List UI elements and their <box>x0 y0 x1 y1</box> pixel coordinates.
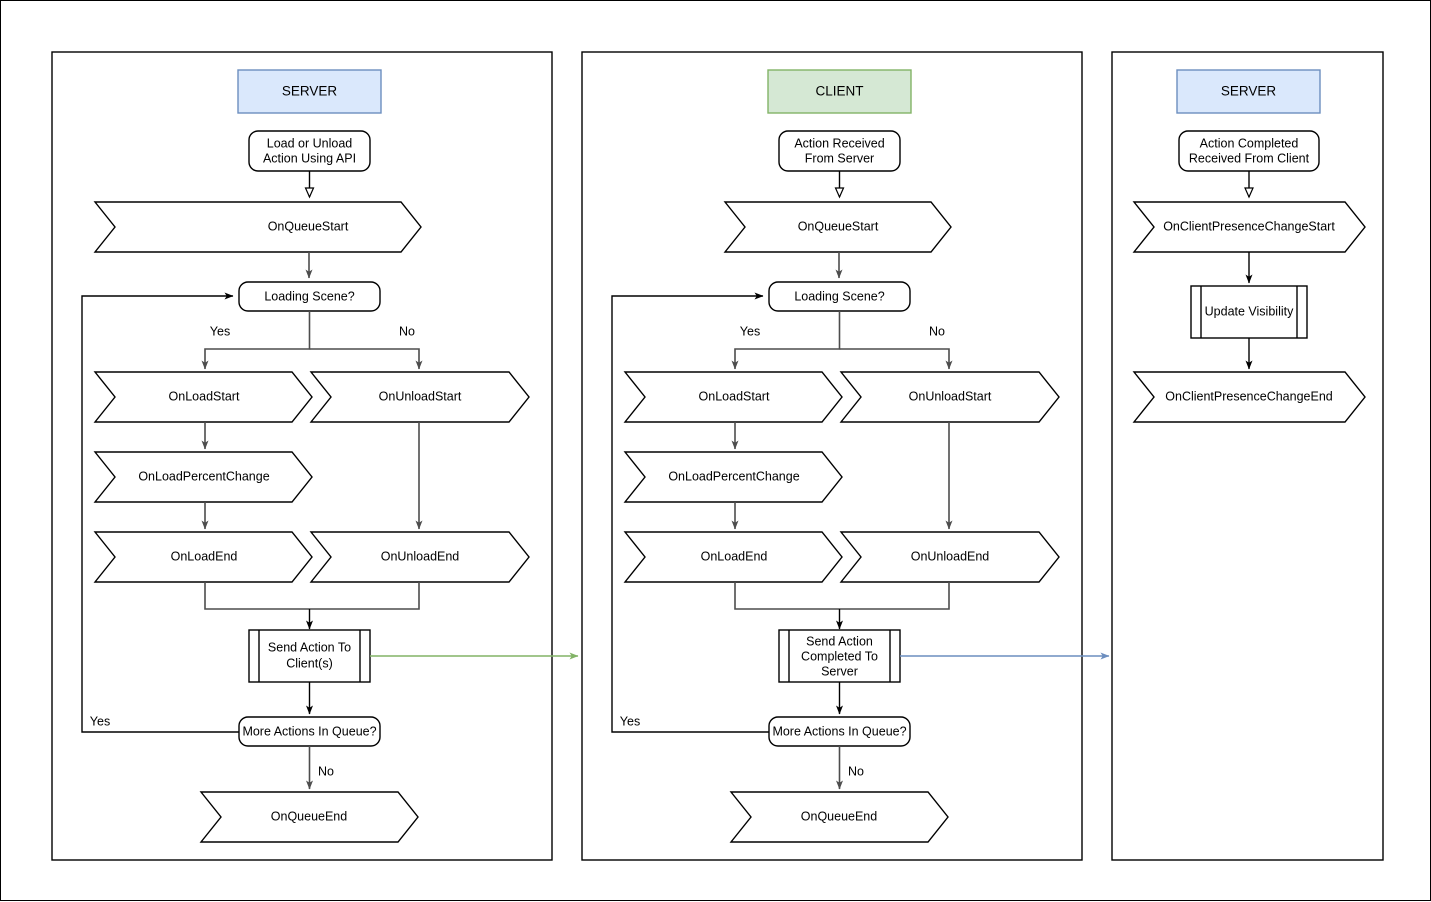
edge-label-client-morequeue-no: No <box>848 764 864 778</box>
node-client-onloadpercentchange[interactable] <box>623 451 843 503</box>
node-update-visibility[interactable] <box>1190 285 1308 339</box>
node-onqueueend[interactable] <box>199 791 419 843</box>
edge-label-loading-no: No <box>399 324 415 338</box>
edge-label-morequeue-yes: Yes <box>90 714 110 728</box>
node-onloadend-label: OnLoadEnd <box>171 549 238 563</box>
node-onqueuestart[interactable] <box>93 201 422 253</box>
lane-server-right-content: SERVER Action Completed Received From Cl… <box>1132 69 1366 423</box>
header-box-server-left <box>237 69 382 114</box>
lane-client-content: CLIENT Action Received From Server OnQue… <box>611 69 1060 843</box>
node-onunloadstart-label: OnUnloadStart <box>379 389 462 403</box>
node-onclientpresencechangestart-label: OnClientPresenceChangeStart <box>1163 219 1335 233</box>
node-client-onqueuestart-label: OnQueueStart <box>798 219 879 233</box>
node-onqueuestart-label: OnQueueStart <box>268 219 349 233</box>
node-onloadstart[interactable] <box>93 371 313 423</box>
node-onunloadstart[interactable] <box>309 371 530 423</box>
node-loading-scene-label: Loading Scene? <box>264 289 354 303</box>
node-client-onqueuestart[interactable] <box>723 201 952 253</box>
node-load-or-unload-action-line2: Action Using API <box>263 151 356 165</box>
edge-client-loading-no <box>839 348 953 370</box>
node-send-action-line2: Client(s) <box>286 656 333 670</box>
node-client-onloadend-label: OnLoadEnd <box>701 549 768 563</box>
header-label-client: CLIENT <box>815 84 863 99</box>
node-onunloadend[interactable] <box>309 531 530 583</box>
node-onloadend[interactable] <box>93 531 313 583</box>
header-box-server-right <box>1176 69 1321 114</box>
node-onclientpresencechangeend-label: OnClientPresenceChangeEnd <box>1165 389 1333 403</box>
node-onclientpresencechangestart[interactable] <box>1132 201 1366 253</box>
edge-loading-no <box>309 348 423 370</box>
edge-label-morequeue-no: No <box>318 764 334 778</box>
node-client-onloadstart[interactable] <box>623 371 843 423</box>
header-label-server-left: SERVER <box>282 84 338 99</box>
node-onloadstart-label: OnLoadStart <box>169 389 240 403</box>
node-onloadpercentchange[interactable] <box>93 451 313 503</box>
edge-client-morequeue-yes-loopback <box>611 292 769 733</box>
node-client-onqueueend[interactable] <box>729 791 949 843</box>
edge-label-loading-yes: Yes <box>210 324 230 338</box>
node-client-loading-scene-label: Loading Scene? <box>794 289 884 303</box>
node-send-completed-line3: Server <box>821 664 858 678</box>
header-box-client <box>767 69 912 114</box>
node-client-onunloadend-label: OnUnloadEnd <box>911 549 990 563</box>
edge-merge-loadend-unloadend <box>204 582 420 610</box>
lane-server-left-content: SERVER Load or Unload Action Using API O… <box>81 69 530 843</box>
edge-label-client-loading-yes: Yes <box>740 324 760 338</box>
edge-loading-yes <box>201 311 311 370</box>
node-action-completed-line1: Action Completed <box>1200 136 1299 150</box>
node-client-more-actions-label: More Actions In Queue? <box>772 724 906 738</box>
node-client-onunloadstart-label: OnUnloadStart <box>909 389 992 403</box>
node-client-onloadend[interactable] <box>623 531 843 583</box>
node-client-onloadstart-label: OnLoadStart <box>699 389 770 403</box>
node-load-or-unload-action-line1: Load or Unload <box>267 136 353 150</box>
edge-label-client-loading-no: No <box>929 324 945 338</box>
node-send-completed-line1: Send Action <box>806 634 873 648</box>
node-onloadpercentchange-label: OnLoadPercentChange <box>138 469 269 483</box>
node-send-completed-line2: Completed To <box>801 649 878 663</box>
lane-border-server-right <box>1111 51 1384 861</box>
node-more-actions-label: More Actions In Queue? <box>242 724 376 738</box>
node-action-received-line2: From Server <box>805 151 874 165</box>
node-send-action-line1: Send Action To <box>268 640 351 654</box>
edge-client-merge-loadend-unloadend <box>734 582 950 610</box>
node-action-received-line1: Action Received <box>794 136 884 150</box>
node-action-completed-line2: Received From Client <box>1189 151 1310 165</box>
node-client-onqueueend-label: OnQueueEnd <box>801 809 877 823</box>
edge-label-client-morequeue-yes: Yes <box>620 714 640 728</box>
node-onqueueend-label: OnQueueEnd <box>271 809 347 823</box>
node-client-onunloadend[interactable] <box>839 531 1060 583</box>
node-onunloadend-label: OnUnloadEnd <box>381 549 460 563</box>
node-update-visibility-label: Update Visibility <box>1205 304 1294 318</box>
node-client-onloadpercentchange-label: OnLoadPercentChange <box>668 469 799 483</box>
node-onclientpresencechangeend[interactable] <box>1132 371 1366 423</box>
node-client-onunloadstart[interactable] <box>839 371 1060 423</box>
edge-client-loading-yes <box>731 311 841 370</box>
header-label-server-right: SERVER <box>1221 84 1277 99</box>
edge-morequeue-yes-loopback <box>81 292 239 733</box>
